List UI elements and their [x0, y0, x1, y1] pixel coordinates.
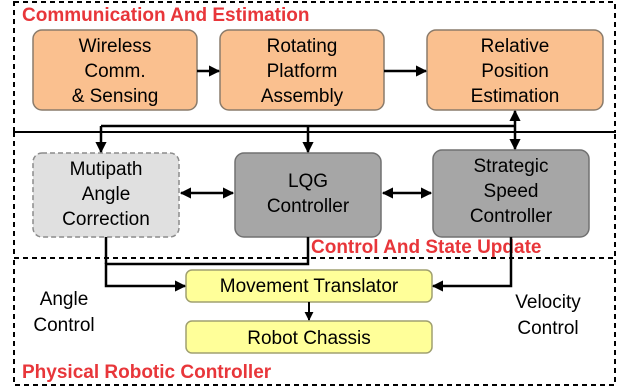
multipath-line-2: Angle	[82, 184, 131, 205]
wireless-comm-box: Wireless Comm. & Sensing	[32, 29, 198, 111]
angle-control-line-1: Angle	[40, 289, 89, 310]
rotating-line-2: Platform	[267, 61, 338, 82]
velocity-control-line-1: Velocity	[515, 292, 581, 313]
angle-control-line-2: Control	[33, 315, 94, 336]
robot-chassis-box: Robot Chassis	[185, 320, 433, 354]
relative-line-3: Estimation	[471, 86, 560, 107]
rotating-line-3: Assembly	[261, 86, 344, 107]
control-section-title: Control And State Update	[311, 237, 541, 258]
movement-label: Movement Translator	[220, 276, 399, 297]
wireless-line-2: Comm.	[84, 61, 145, 82]
strategic-line-3: Controller	[470, 206, 553, 227]
multipath-line-1: Mutipath	[70, 159, 143, 180]
wireless-line-1: Wireless	[79, 36, 152, 57]
relative-line-2: Position	[481, 61, 549, 82]
strategic-speed-box: Strategic Speed Controller	[432, 149, 590, 238]
wireless-line-3: & Sensing	[72, 86, 159, 107]
lqg-controller-box: LQG Controller	[234, 152, 382, 238]
rotating-platform-box: Rotating Platform Assembly	[219, 29, 385, 111]
physical-section-frame	[13, 257, 616, 386]
multipath-angle-box: Mutipath Angle Correction	[32, 152, 180, 238]
multipath-line-3: Correction	[62, 209, 150, 230]
relative-position-box: Relative Position Estimation	[426, 29, 604, 111]
communication-section-frame	[13, 1, 616, 133]
strategic-line-2: Speed	[484, 181, 539, 202]
movement-translator-box: Movement Translator	[185, 269, 433, 303]
rotating-line-1: Rotating	[267, 36, 338, 57]
strategic-line-1: Strategic	[474, 156, 549, 177]
lqg-line-2: Controller	[267, 196, 350, 217]
arrow-velocity-control	[431, 237, 513, 292]
lqg-line-1: LQG	[288, 171, 328, 192]
velocity-control-line-2: Control	[517, 318, 578, 339]
chassis-label: Robot Chassis	[247, 328, 371, 349]
relative-line-1: Relative	[481, 36, 550, 57]
communication-section-title: Communication And Estimation	[22, 5, 309, 26]
physical-section-title: Physical Robotic Controller	[22, 362, 272, 383]
